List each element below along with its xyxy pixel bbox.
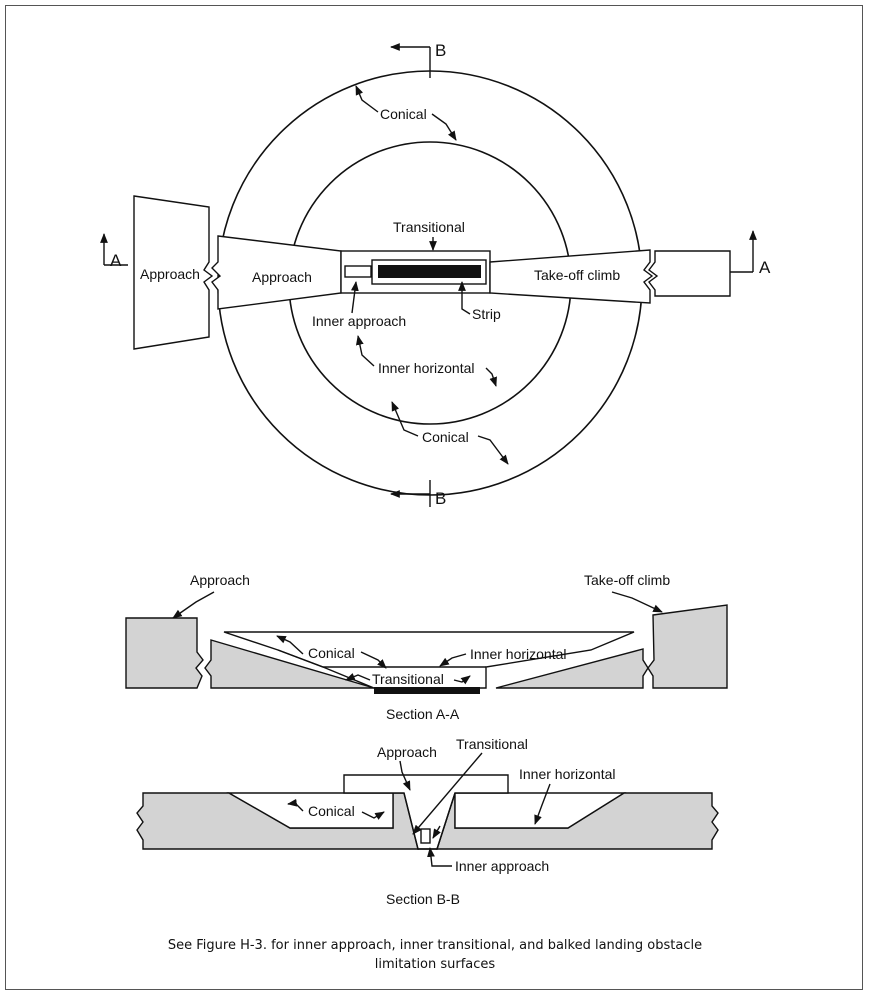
bb-label-inner-horizontal: Inner horizontal xyxy=(519,766,616,782)
caption-line-1: See Figure H-3. for inner approach, inne… xyxy=(167,938,703,953)
section-aa-approach-block xyxy=(125,617,204,689)
aa-label-inner-horizontal: Inner horizontal xyxy=(470,646,567,662)
section-b-marker-top: B xyxy=(435,41,446,60)
section-aa: Approach Take-off climb Conical Inner ho… xyxy=(125,572,728,722)
section-a-marker-right: A xyxy=(759,258,771,277)
runway xyxy=(378,265,481,278)
section-bb-title: Section B-B xyxy=(386,891,460,907)
section-aa-title: Section A-A xyxy=(386,706,460,722)
bb-label-approach: Approach xyxy=(377,744,437,760)
aa-label-approach: Approach xyxy=(190,572,250,588)
caption-line-2: limitation surfaces xyxy=(374,957,496,972)
label-approach-outer: Approach xyxy=(140,266,200,282)
figure-caption: See Figure H-3. for inner approach, inne… xyxy=(0,936,870,974)
bb-label-conical: Conical xyxy=(308,803,355,819)
label-transitional: Transitional xyxy=(393,219,465,235)
label-inner-horizontal: Inner horizontal xyxy=(378,360,475,376)
take-off-climb-surface xyxy=(489,249,654,304)
aa-label-transitional: Transitional xyxy=(372,671,444,687)
section-a-marker-left: A xyxy=(110,251,122,270)
label-strip: Strip xyxy=(472,306,501,322)
label-approach-inner: Approach xyxy=(252,269,312,285)
section-bb-inner-approach xyxy=(420,828,431,844)
take-off-climb-outer-surface xyxy=(648,250,731,297)
bb-label-inner-approach: Inner approach xyxy=(455,858,549,874)
inner-approach-box xyxy=(344,265,372,278)
approach-outer-surface xyxy=(133,195,214,350)
section-bb-conical-left xyxy=(226,792,394,829)
plan-view: A A B B Conical Transitional Approach Ap… xyxy=(100,41,771,508)
figure-frame xyxy=(5,5,863,990)
aa-label-conical: Conical xyxy=(308,645,355,661)
section-aa-runway xyxy=(374,687,480,694)
aa-label-take-off-climb: Take-off climb xyxy=(584,572,670,588)
label-conical-bottom: Conical xyxy=(422,429,469,445)
bb-label-transitional: Transitional xyxy=(456,736,528,752)
label-inner-approach: Inner approach xyxy=(312,313,406,329)
section-aa-take-off-block xyxy=(647,604,728,689)
label-conical-top: Conical xyxy=(380,106,427,122)
label-take-off-climb: Take-off climb xyxy=(534,267,620,283)
section-bb: Approach Transitional Inner horizontal C… xyxy=(136,736,719,907)
section-b-marker-bottom: B xyxy=(435,489,446,508)
